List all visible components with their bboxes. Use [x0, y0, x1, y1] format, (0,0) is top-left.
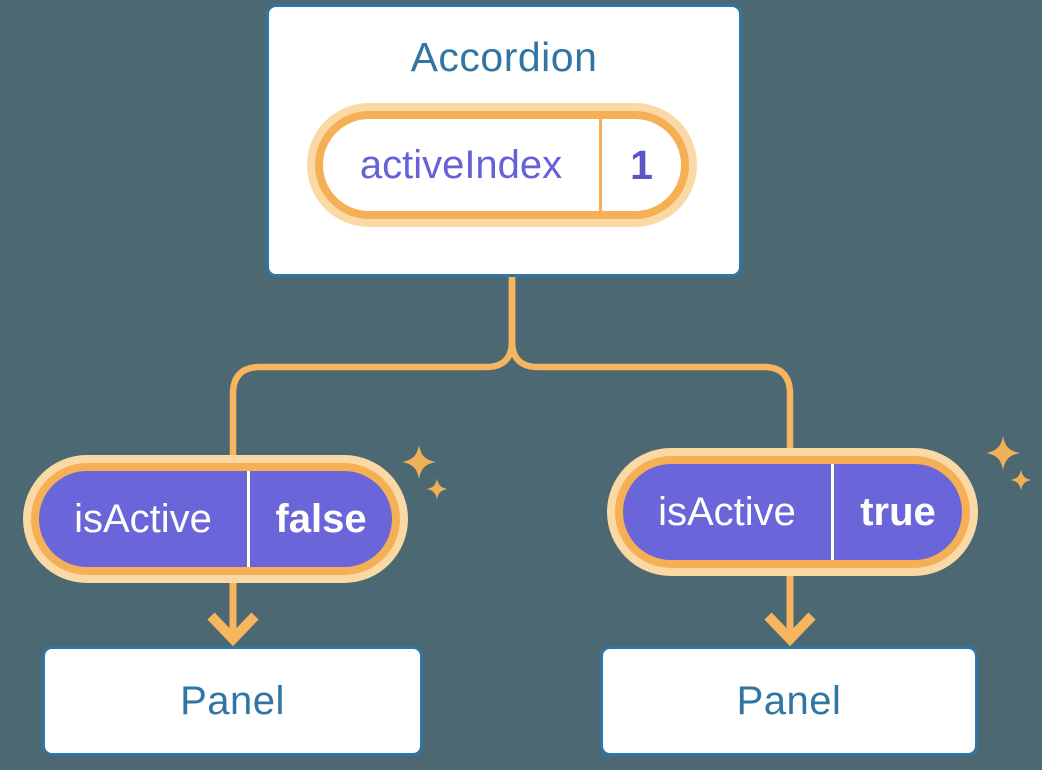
sparkle-icon [426, 478, 448, 500]
branch-line-left [229, 277, 516, 460]
state-value-label: 1 [630, 141, 653, 188]
panel-component-card-right: Panel [600, 646, 978, 756]
sparkle-icon [402, 445, 436, 479]
prop-pill-body: isActive false [39, 471, 392, 567]
prop-pill-body: isActive true [623, 464, 962, 560]
prop-name-label: isActive [658, 490, 796, 534]
prop-value-label: false [275, 497, 367, 541]
pill-divider [599, 119, 602, 211]
arrow-head-left [207, 612, 259, 647]
accordion-title: Accordion [410, 34, 598, 80]
state-pill-body: activeIndex 1 [323, 119, 681, 211]
sparkle-icon [1010, 469, 1032, 491]
state-pill-ring: activeIndex 1 [315, 111, 689, 219]
arrow-head-right [764, 612, 816, 647]
pill-divider [247, 471, 250, 567]
prop-value-label: true [860, 490, 936, 534]
panel-title: Panel [736, 678, 842, 723]
prop-pill-ring: isActive true [615, 456, 970, 568]
prop-pill-isactive-left: isActive false [23, 455, 408, 583]
prop-pill-isactive-right: isActive true [607, 448, 978, 576]
state-pill-activeindex: activeIndex 1 [307, 103, 697, 227]
sparkle-icon [986, 436, 1020, 470]
prop-pill-ring: isActive false [31, 463, 400, 575]
panel-component-card-left: Panel [42, 646, 423, 756]
pill-divider [831, 464, 834, 560]
branch-line-right [508, 277, 794, 453]
state-name-label: activeIndex [359, 143, 563, 187]
panel-title: Panel [180, 678, 285, 723]
prop-name-label: isActive [74, 497, 212, 541]
